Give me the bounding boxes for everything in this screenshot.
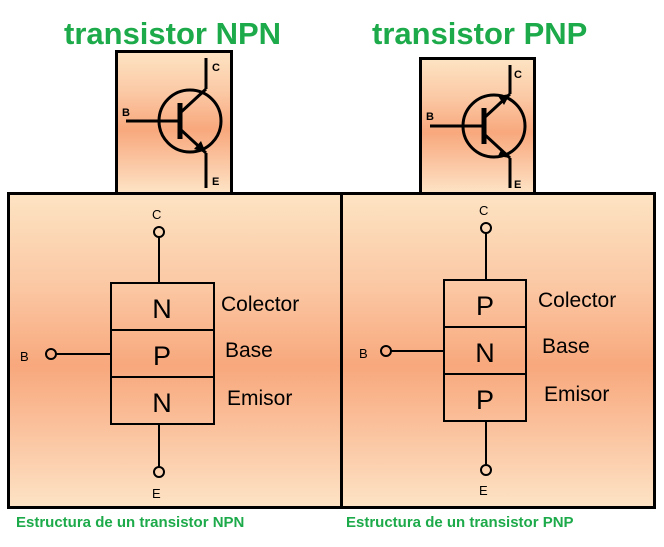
- pnp-symbol-collector-label: C: [514, 69, 522, 81]
- npn-caption: Estructura de un transistor NPN: [16, 514, 245, 531]
- npn-collector-label: Colector: [221, 293, 299, 316]
- npn-emitter-terminal: [153, 466, 165, 478]
- npn-terminal-c-label: C: [152, 207, 161, 222]
- npn-title: transistor NPN: [64, 16, 282, 51]
- npn-symbol-box: C B E: [115, 50, 233, 195]
- npn-base-terminal: [45, 348, 57, 360]
- npn-base-label: Base: [225, 339, 273, 362]
- pnp-structure-diagram: C P N P Colector Base Emisor B E: [359, 203, 616, 498]
- npn-symbol-base-label: B: [122, 107, 130, 119]
- pnp-symbol-base-label: B: [426, 111, 434, 123]
- pnp-collector-terminal: [480, 222, 492, 234]
- npn-structure-diagram: C N P N Colector Base Emisor B E: [20, 207, 299, 501]
- pnp-structure-panel: C P N P Colector Base Emisor B E: [340, 192, 656, 509]
- npn-terminal-e-label: E: [152, 486, 161, 501]
- pnp-base-label: Base: [542, 335, 590, 358]
- pnp-transistor-symbol-icon: C B E: [426, 65, 527, 191]
- pnp-caption: Estructura de un transistor PNP: [346, 514, 574, 531]
- npn-emitter-label: Emisor: [227, 387, 292, 410]
- npn-collector-terminal: [153, 226, 165, 238]
- pnp-title: transistor PNP: [372, 16, 588, 51]
- pnp-symbol-emitter-label: E: [514, 179, 521, 191]
- pnp-terminal-b-label: B: [359, 346, 368, 361]
- pnp-terminal-e-label: E: [479, 483, 488, 498]
- pnp-terminal-c-label: C: [479, 203, 488, 218]
- npn-layer-emitter: [110, 376, 215, 425]
- pnp-layer-emitter-letter: P: [476, 385, 494, 415]
- pnp-base-terminal: [380, 345, 392, 357]
- npn-symbol-collector-label: C: [212, 62, 220, 74]
- pnp-emitter-label: Emisor: [544, 383, 609, 406]
- npn-symbol-emitter-label: E: [212, 176, 219, 188]
- pnp-layer-collector-letter: P: [476, 291, 494, 321]
- npn-structure-panel: C N P N Colector Base Emisor B E: [7, 192, 344, 509]
- npn-transistor-symbol-icon: C B E: [122, 58, 223, 188]
- pnp-symbol-box: C B E: [419, 57, 536, 195]
- npn-layer-collector-letter: N: [152, 294, 172, 324]
- pnp-collector-label: Colector: [538, 289, 616, 312]
- pnp-layer-base-letter: N: [475, 338, 495, 368]
- npn-layer-base-letter: P: [153, 341, 171, 371]
- pnp-emitter-terminal: [480, 464, 492, 476]
- npn-layer-emitter-letter: N: [152, 388, 172, 418]
- npn-terminal-b-label: B: [20, 349, 29, 364]
